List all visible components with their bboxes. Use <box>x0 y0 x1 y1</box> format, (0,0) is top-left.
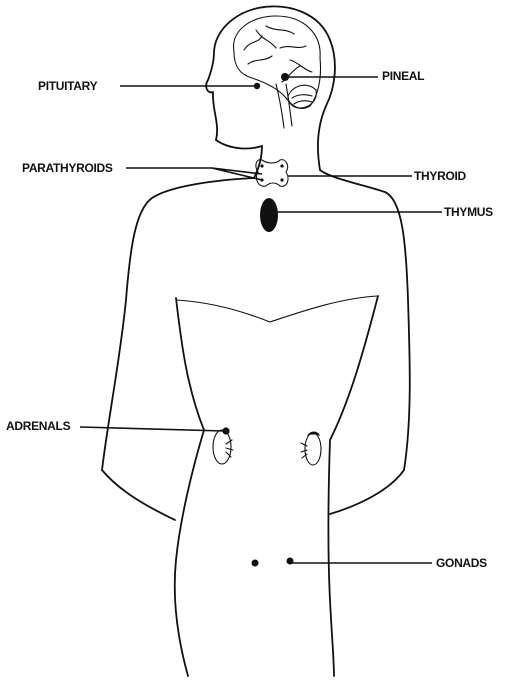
parathyroid-dot-2 <box>280 164 283 167</box>
right-kidney-adrenal <box>301 432 321 466</box>
labels: PITUITARY PINEAL PARATHYROIDS THYROID TH… <box>6 69 493 570</box>
parathyroid-dot-4 <box>280 178 283 181</box>
brain <box>234 16 321 128</box>
left-arm-outline <box>102 178 254 470</box>
label-thyroid: THYROID <box>414 169 467 183</box>
body-outline <box>102 6 410 676</box>
right-inner-arm <box>330 470 404 514</box>
label-gonads: GONADS <box>436 556 487 570</box>
label-pineal: PINEAL <box>382 69 424 83</box>
label-parathyroids: PARATHYROIDS <box>22 161 113 175</box>
torso-left <box>175 298 204 676</box>
left-kidney-adrenal <box>213 427 233 464</box>
parathyroid-dot-1 <box>260 164 263 167</box>
jaw-outline <box>216 140 262 148</box>
label-pituitary: PITUITARY <box>38 79 98 93</box>
label-adrenals: ADRENALS <box>6 419 71 433</box>
brain-gyri <box>244 26 312 82</box>
right-arm-outline <box>320 170 410 470</box>
label-thymus: THYMUS <box>444 205 493 219</box>
thymus-gland <box>260 198 278 232</box>
gonad-left <box>252 560 259 567</box>
torso-right <box>329 296 379 676</box>
chest-line <box>176 296 378 322</box>
left-inner-arm <box>102 470 175 520</box>
thyroid-gland <box>256 160 288 187</box>
